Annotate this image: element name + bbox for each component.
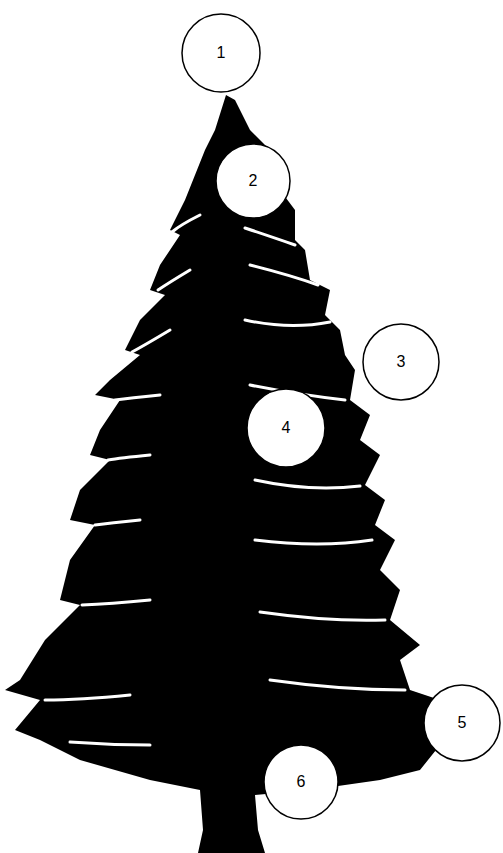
callout-number: 3	[397, 354, 406, 370]
callout-circle: 2	[215, 143, 291, 219]
callout-number: 4	[282, 420, 291, 436]
callout-number: 1	[217, 45, 226, 61]
branch-highlights	[45, 215, 405, 745]
callout-circle: 6	[263, 744, 339, 820]
callout-circle: 1	[181, 13, 261, 93]
callout-circle: 4	[246, 388, 326, 468]
circle-shape	[264, 745, 338, 819]
callout-number: 5	[458, 715, 467, 731]
circle-shape	[216, 144, 290, 218]
circle-shape	[247, 389, 325, 467]
callout-circle: 5	[423, 684, 501, 762]
circle-shape	[182, 14, 260, 92]
tree-foliage	[5, 95, 440, 853]
circle-shape	[424, 685, 500, 761]
circle-shape	[363, 324, 439, 400]
callout-number: 2	[249, 173, 258, 189]
callout-number: 6	[297, 774, 306, 790]
callout-circle: 3	[362, 323, 440, 401]
